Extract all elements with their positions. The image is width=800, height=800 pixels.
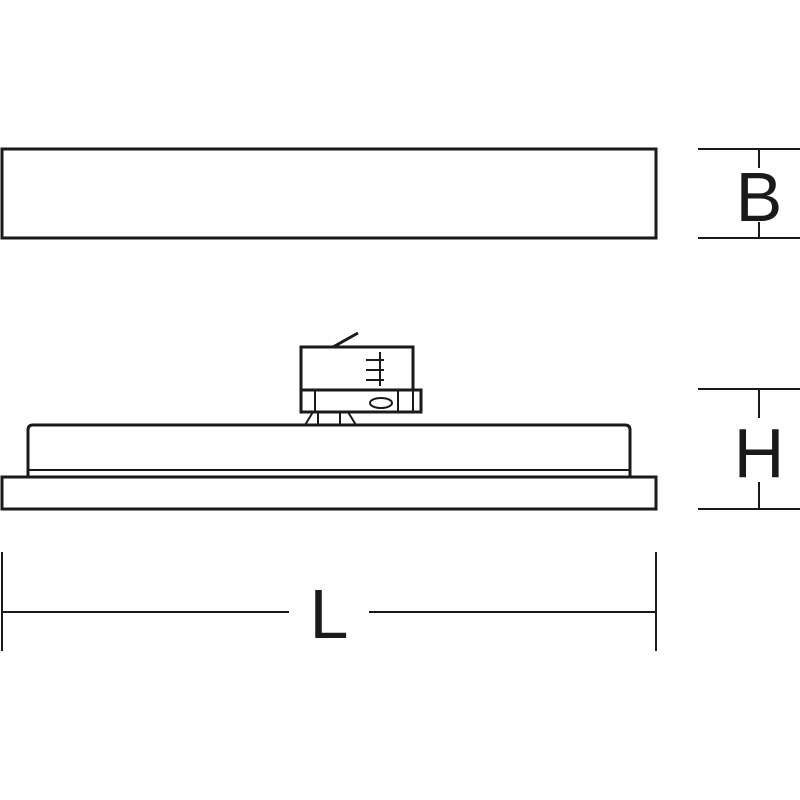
top-view-body <box>0 147 658 240</box>
track-adapter-lever <box>332 331 359 349</box>
dimension-l: L <box>1 552 657 653</box>
dimension-b: B <box>698 148 800 239</box>
dimension-b-label: B <box>736 158 783 236</box>
top-view <box>0 147 658 240</box>
dimension-h-label: H <box>734 414 785 492</box>
dimension-h: H <box>698 388 800 510</box>
dimension-l-label: L <box>310 575 349 653</box>
track-adapter-knob <box>369 397 393 409</box>
track-adapter-body <box>299 345 415 392</box>
track-adapter-lower-block <box>299 388 423 414</box>
track-adapter <box>299 331 423 426</box>
side-view-diffuser <box>26 423 632 477</box>
track-adapter-mount <box>304 411 357 426</box>
side-view <box>0 331 658 511</box>
side-view-base-plate <box>0 475 658 511</box>
